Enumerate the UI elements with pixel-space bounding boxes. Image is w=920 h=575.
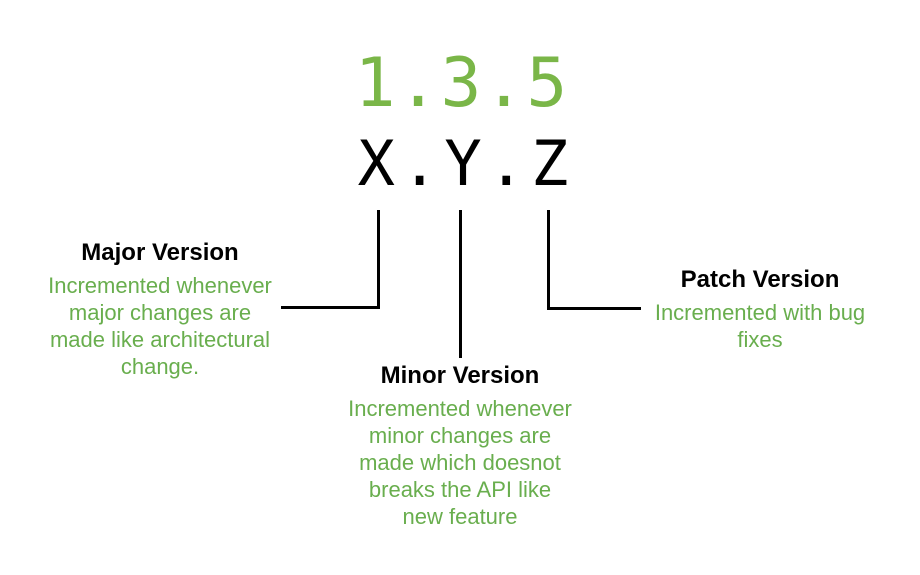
patch-connector-horizontal-line	[547, 307, 641, 310]
patch-version-label-block: Patch Version Incremented with bug fixes	[600, 266, 920, 353]
version-format-template: X.Y.Z	[357, 127, 575, 200]
minor-version-description: Incremented whenever minor changes are m…	[348, 396, 572, 529]
patch-version-description: Incremented with bug fixes	[654, 300, 866, 352]
major-connector-horizontal-line	[281, 306, 380, 309]
major-connector-vertical-line	[377, 210, 380, 309]
patch-version-title: Patch Version	[680, 266, 840, 293]
major-version-label-block: Major Version Incremented whenever major…	[0, 239, 320, 380]
minor-version-label-block: Minor Version Incremented whenever minor…	[300, 362, 620, 530]
version-number-example: 1.3.5	[354, 44, 570, 123]
minor-connector-vertical-line	[459, 210, 462, 358]
major-version-description: Incremented whenever major changes are m…	[48, 273, 272, 379]
major-version-title: Major Version	[81, 239, 239, 266]
patch-connector-vertical-line	[547, 210, 550, 310]
minor-version-title: Minor Version	[380, 362, 540, 389]
